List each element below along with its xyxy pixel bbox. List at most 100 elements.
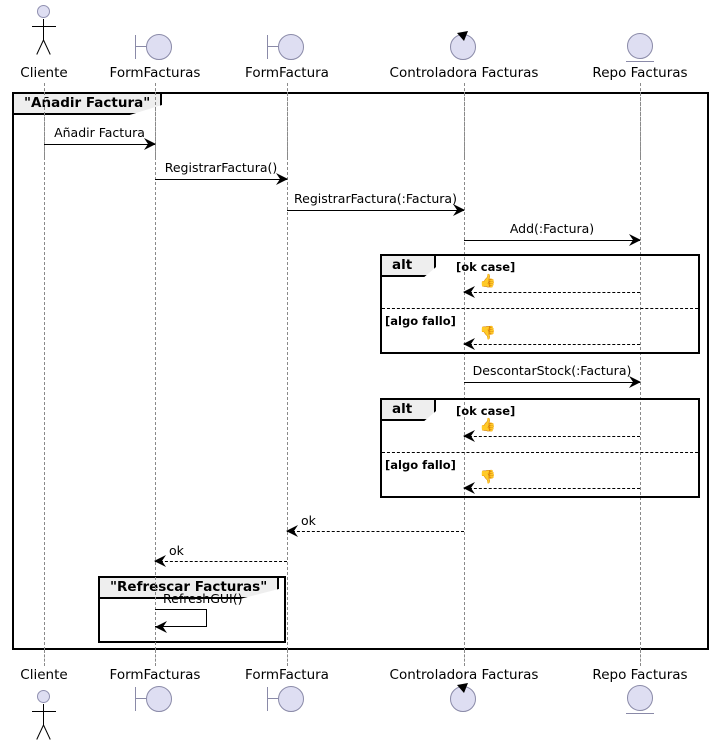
participant-label-bottom-formfactura: FormFactura [245, 667, 329, 683]
self-message-loop-m12 [155, 609, 207, 627]
message-line-m9 [464, 488, 640, 489]
participant-label-bottom-cliente: Cliente [20, 667, 68, 683]
participant-icon-top-cliente [27, 5, 61, 55]
message-line-m1 [44, 144, 155, 145]
actor-leg-right [43, 39, 51, 55]
arrowhead-m7 [629, 376, 641, 388]
arrowhead-m8 [463, 430, 475, 442]
alt-guard-fail-alt-descontar-stock: [algo fallo] [385, 458, 456, 472]
actor-body [43, 19, 44, 41]
actor-icon [27, 5, 61, 55]
participant-label-bottom-repo: Repo Facturas [592, 667, 688, 683]
message-line-m6 [464, 344, 640, 345]
boundary-stem [267, 698, 278, 699]
message-line-m3 [287, 210, 464, 211]
message-label-m4: Add(:Factura) [509, 221, 595, 236]
control-icon [449, 30, 479, 62]
entity-icon [626, 685, 654, 717]
participant-label-top-cliente: Cliente [20, 65, 68, 81]
participant-icon-bottom-repo [626, 685, 654, 717]
participant-label-top-repo: Repo Facturas [592, 65, 688, 81]
arrowhead-m9 [463, 482, 475, 494]
message-label-m2: RegistrarFactura() [164, 160, 278, 175]
actor-icon [27, 690, 61, 740]
message-label-m6: 👎 [479, 326, 497, 341]
message-line-m4 [464, 240, 640, 241]
message-label-m3: RegistrarFactura(:Factura) [294, 191, 457, 206]
alt-operator-alt-add: alt [382, 256, 437, 277]
arrowhead-m3 [453, 204, 465, 216]
boundary-circle [146, 34, 172, 60]
participant-icon-bottom-formfactura [267, 684, 307, 714]
participant-icon-bottom-cliente [27, 690, 61, 740]
frame-anadir-factura [12, 92, 709, 650]
participant-icon-bottom-formfacturas [135, 684, 175, 714]
message-line-m2 [155, 179, 287, 180]
message-label-m1: Añadir Factura [54, 125, 145, 140]
actor-body [43, 704, 44, 726]
alt-fragment-alt-descontar-stock [380, 398, 700, 498]
frame-operator-refrescar-facturas: "Refrescar Facturas" [100, 578, 280, 599]
boundary-stem [267, 46, 278, 47]
participant-label-bottom-formfacturas: FormFacturas [109, 667, 201, 683]
boundary-bar [135, 687, 136, 711]
lifeline-body-formfactura [287, 92, 288, 650]
lifeline-body-formfacturas [155, 92, 156, 650]
lifeline-body-cliente [44, 92, 45, 650]
arrowhead-m2 [276, 173, 288, 185]
lifeline-body-controladora [464, 92, 465, 650]
message-label-m10: ok [301, 513, 316, 528]
alt-guard-fail-alt-add: [algo fallo] [385, 314, 456, 328]
arrowhead-m6 [463, 338, 475, 350]
message-label-m12: RefreshGUI() [163, 591, 243, 606]
actor-arms [32, 711, 56, 712]
actor-head [37, 690, 50, 703]
arrowhead-m1 [144, 138, 156, 150]
message-line-m10 [287, 531, 464, 532]
participant-icon-top-formfacturas [135, 32, 175, 62]
lifeline-tail-formfactura [287, 650, 288, 666]
arrowhead-m11 [154, 555, 166, 567]
message-label-m9: 👎 [479, 470, 497, 485]
actor-leg-right [43, 724, 51, 740]
lifeline-tail-formfacturas [155, 650, 156, 666]
message-line-m5 [464, 292, 640, 293]
message-line-m7 [464, 382, 640, 383]
boundary-circle [278, 34, 304, 60]
boundary-stem [135, 46, 146, 47]
message-line-m11 [155, 561, 287, 562]
actor-leg-left [36, 39, 44, 55]
arrowhead-m12 [155, 621, 167, 633]
entity-underline [626, 713, 654, 714]
control-arrow-icon [457, 31, 468, 41]
boundary-circle [146, 686, 172, 712]
alt-operator-alt-descontar-stock: alt [382, 400, 437, 421]
actor-arms [32, 26, 56, 27]
frame-refrescar-facturas [98, 576, 286, 643]
participant-label-bottom-controladora: Controladora Facturas [389, 667, 539, 683]
alt-guard-ok-alt-add: [ok case] [456, 260, 516, 274]
lifeline-tail-controladora [464, 650, 465, 666]
message-label-m11: ok [169, 543, 184, 558]
control-icon [449, 682, 479, 714]
participant-icon-top-formfactura [267, 32, 307, 62]
alt-guard-ok-alt-descontar-stock: [ok case] [456, 404, 516, 418]
participant-icon-top-controladora [449, 30, 479, 62]
message-label-m7: DescontarStock(:Factura) [472, 363, 632, 378]
arrowhead-m4 [629, 234, 641, 246]
boundary-icon [135, 32, 175, 62]
boundary-bar [267, 35, 268, 59]
boundary-icon [135, 684, 175, 714]
participant-label-top-formfacturas: FormFacturas [109, 65, 201, 81]
entity-icon [626, 33, 654, 65]
participant-icon-bottom-controladora [449, 682, 479, 714]
boundary-icon [267, 32, 307, 62]
arrowhead-m10 [286, 525, 298, 537]
alt-fragment-alt-add [380, 254, 700, 354]
actor-head [37, 5, 50, 18]
message-label-m5: 👍 [479, 274, 497, 289]
entity-underline [626, 61, 654, 62]
boundary-icon [267, 684, 307, 714]
lifeline-body-repo [640, 92, 641, 650]
